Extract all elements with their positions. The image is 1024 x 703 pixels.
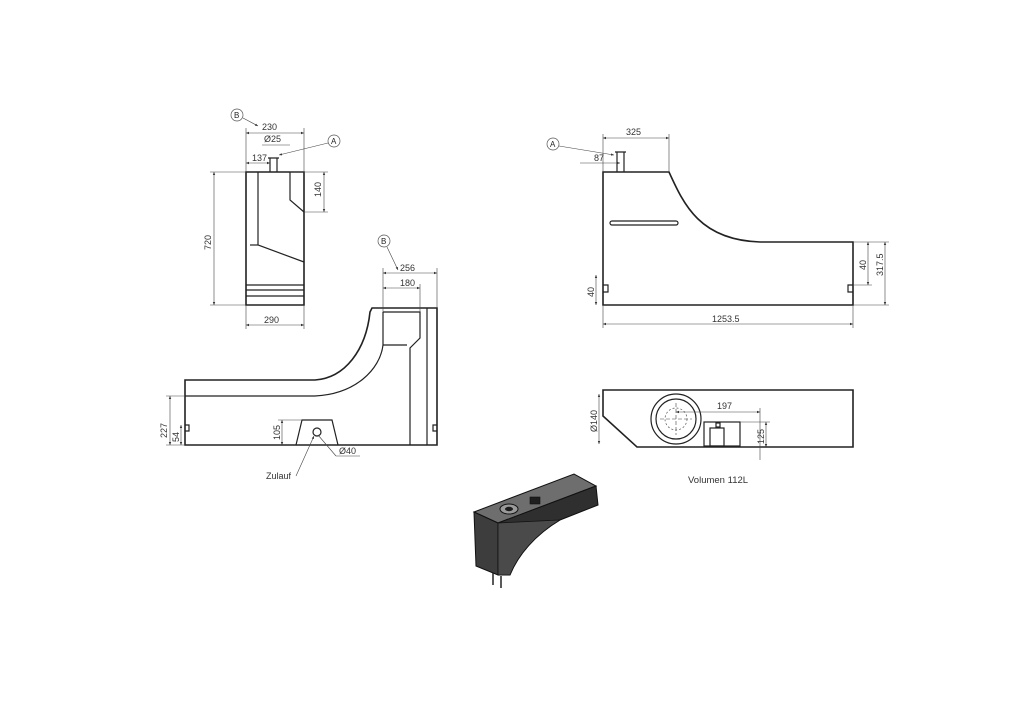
isometric-model	[472, 473, 599, 588]
bottom-right-inlet-hole	[715, 422, 721, 428]
top-right-view-outline	[602, 171, 854, 306]
front-view-neck	[383, 311, 421, 445]
top-right-view-nozzle	[615, 151, 626, 172]
bottom-right-view-outline	[602, 389, 854, 448]
dim-tr-40-right: 40	[858, 260, 868, 270]
dim-front-180: 180	[400, 278, 415, 288]
dim-tr-length: 1253.5	[712, 314, 740, 324]
dim-side-dia: Ø25	[264, 134, 281, 144]
side-view: 230 Ø25 137 140 720 290 B A	[203, 108, 341, 329]
side-view-step	[289, 172, 305, 213]
iso-small-box	[529, 496, 541, 505]
dim-tr-87: 87	[594, 153, 604, 163]
front-view-outline	[184, 307, 438, 446]
dim-br-dia: Ø140	[589, 410, 599, 432]
svg-text:B: B	[234, 111, 239, 120]
dim-front-54: 54	[171, 432, 181, 442]
top-right-view-slot	[609, 220, 679, 226]
front-view-inner-curve	[185, 312, 384, 397]
front-view-notch-right	[432, 424, 437, 432]
front-view: 256 180 B 227 54 105 Ø40 Zulauf	[159, 234, 438, 481]
side-view-slope	[257, 172, 305, 263]
svg-text:A: A	[331, 137, 337, 146]
top-right-view: 325 87 A 40 317.5 40 1253.5	[546, 127, 889, 328]
front-view-notch-left	[185, 424, 190, 432]
front-view-inlet-hole	[312, 427, 322, 437]
iso-side-curve	[497, 519, 561, 576]
bottom-right-big-ring	[650, 393, 702, 445]
front-view-inlet-box	[295, 419, 339, 446]
top-right-view-notch-right	[847, 284, 853, 293]
dim-tr-325: 325	[626, 127, 641, 137]
marker-a-tr	[546, 137, 560, 151]
bottom-right-mid-ring	[655, 398, 697, 440]
svg-text:A: A	[550, 140, 556, 149]
svg-text:B: B	[381, 237, 386, 246]
iso-left-face	[473, 511, 499, 576]
dim-side-140: 140	[313, 182, 323, 197]
dim-tr-317: 317.5	[875, 253, 885, 276]
dim-front-227: 227	[159, 423, 169, 438]
bottom-right-inlet-inner	[709, 427, 725, 447]
dim-side-137: 137	[252, 153, 267, 163]
volume-caption: Volumen 112L	[688, 475, 748, 486]
dim-front-105: 105	[272, 425, 282, 440]
side-view-nozzle	[268, 157, 279, 172]
dim-br-125: 125	[756, 429, 766, 444]
dim-tr-40-left: 40	[586, 287, 596, 297]
bottom-right-view: Ø140 197 125 Volumen 112L	[589, 389, 854, 486]
marker-b-side	[230, 108, 244, 122]
marker-a-side	[327, 134, 341, 148]
top-right-view-notch-left	[603, 284, 609, 293]
label-zulauf: Zulauf	[266, 471, 292, 481]
dim-side-720: 720	[203, 235, 213, 250]
dim-br-197: 197	[717, 401, 732, 411]
dim-side-230: 230	[262, 122, 277, 132]
marker-b-front	[377, 234, 391, 248]
dim-front-dia: Ø40	[339, 446, 356, 456]
dim-front-256: 256	[400, 263, 415, 273]
dim-side-290: 290	[264, 315, 279, 325]
